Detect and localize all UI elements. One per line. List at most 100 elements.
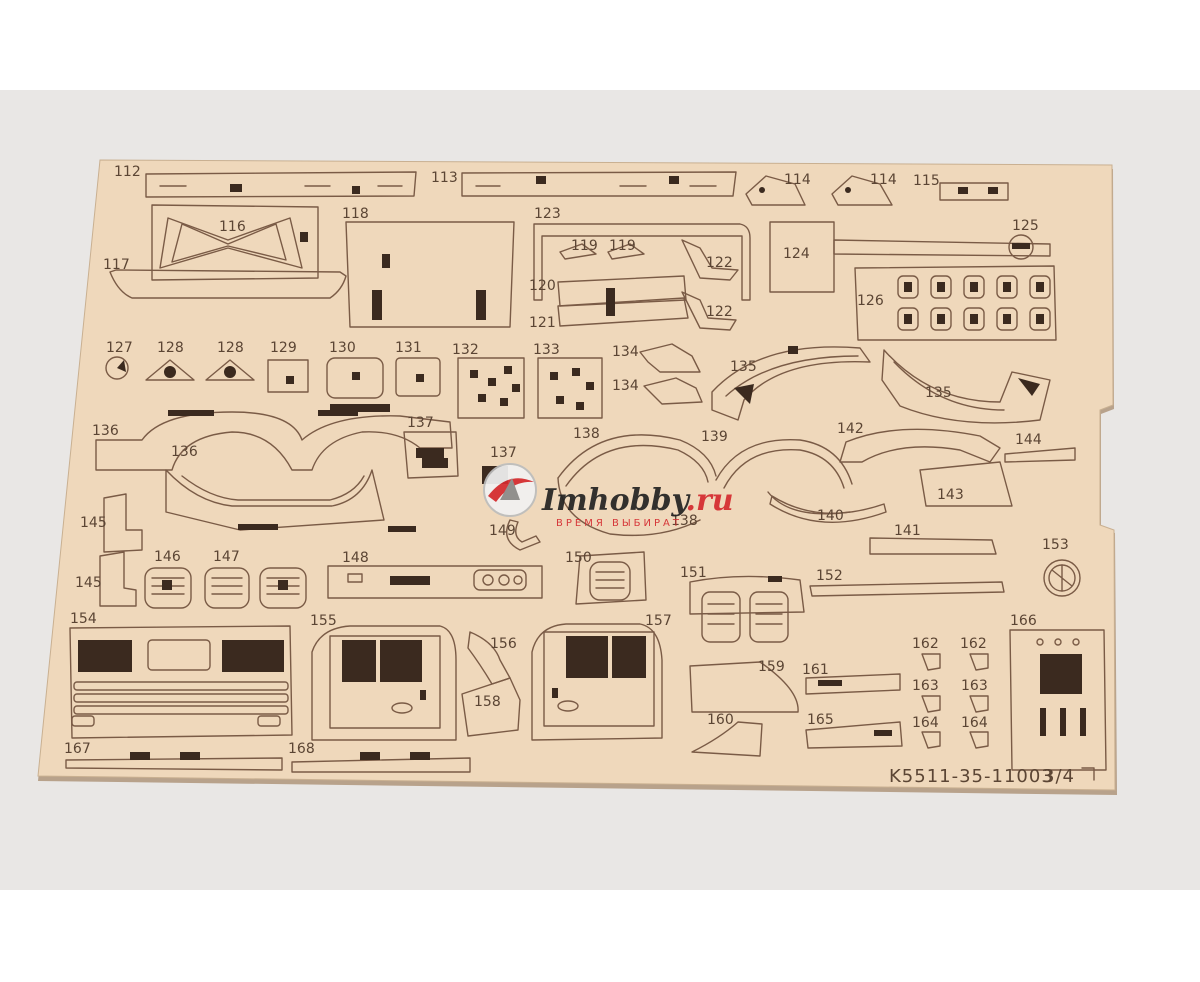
watermark-brand-name: Imhobby (541, 483, 692, 518)
part-149-hook (506, 519, 541, 551)
part-145-piece (103, 493, 143, 553)
part-125-disc (1008, 234, 1034, 260)
part-number-label-161: 161 (802, 662, 829, 678)
part-number-label-116: 116 (219, 219, 246, 235)
part-115-plate (939, 182, 1009, 201)
part-number-label-135: 135 (730, 359, 757, 375)
part-number-label-131: 131 (395, 340, 422, 356)
part-number-label-119: 119 (571, 238, 598, 254)
part-142-arch (839, 428, 1001, 463)
part-number-label-163: 163 (912, 678, 939, 694)
part-number-label-113: 113 (431, 170, 458, 186)
part-number-label-122: 122 (706, 304, 733, 320)
part-number-label-130: 130 (329, 340, 356, 356)
part-145-piece (99, 551, 137, 607)
part-122-brace (681, 239, 739, 281)
part-113-strip (461, 171, 737, 197)
part-number-label-112: 112 (114, 164, 141, 180)
part-number-label-117: 117 (103, 257, 130, 273)
part-number-label-129: 129 (270, 340, 297, 356)
part-number-label-163: 163 (961, 678, 988, 694)
part-number-label-141: 141 (894, 523, 921, 539)
watermark-tagline: ВРЕМЯ ВЫБИРАТ (556, 518, 682, 529)
part-155-cab-side (311, 625, 457, 741)
part-number-label-140: 140 (817, 508, 844, 524)
part-165-bar (805, 721, 903, 749)
part-151-seats (689, 575, 805, 643)
part-number-label-134: 134 (612, 378, 639, 394)
part-number-label-146: 146 (154, 549, 181, 565)
part-number-label-138: 138 (573, 426, 600, 442)
part-number-label-143: 143 (937, 487, 964, 503)
part-154-front-panel (69, 625, 293, 739)
part-number-label-120: 120 (529, 278, 556, 294)
part-number-label-154: 154 (70, 611, 97, 627)
part-number-label-128: 128 (157, 340, 184, 356)
part-114-bracket (745, 175, 806, 206)
part-131-square (395, 357, 441, 397)
part-133-plate (537, 357, 603, 419)
part-number-label-138: 138 (671, 513, 698, 529)
part-126-grid (854, 265, 1057, 341)
part-130-square (326, 357, 390, 412)
part-number-label-118: 118 (342, 206, 369, 222)
part-157-cab-side (531, 623, 663, 741)
watermark-brand: Imhobby.ru (541, 483, 734, 518)
part-number-label-144: 144 (1015, 432, 1042, 448)
watermark-brand-suffix: .ru (686, 483, 734, 518)
part-number-label-114: 114 (784, 172, 811, 188)
part-128-mount (145, 359, 195, 381)
part-number-label-134: 134 (612, 344, 639, 360)
part-136-fender (165, 469, 416, 532)
part-number-label-132: 132 (452, 342, 479, 358)
part-135-arch (881, 349, 1051, 424)
part-number-label-133: 133 (533, 342, 560, 358)
part-number-label-157: 157 (645, 613, 672, 629)
part-127-disc (105, 356, 129, 380)
part-number-label-139: 139 (701, 429, 728, 445)
part-number-label-165: 165 (807, 712, 834, 728)
plywood-sheet (37, 159, 1116, 791)
part-123-frame (533, 223, 751, 301)
part-150-grille (575, 551, 647, 605)
part-number-label-167: 167 (64, 741, 91, 757)
part-number-label-137: 137 (490, 445, 517, 461)
part-number-label-152: 152 (816, 568, 843, 584)
part-117-bar (109, 269, 347, 299)
sheet-index: 3/4 (1043, 766, 1075, 787)
part-148-dashboard (327, 565, 543, 599)
part-128-mount (205, 359, 255, 381)
part-141-bar (869, 537, 997, 555)
part-number-label-147: 147 (213, 549, 240, 565)
part-122-brace (681, 291, 737, 331)
part-number-label-159: 159 (758, 659, 785, 675)
watermark-swoosh (488, 478, 534, 502)
part-168-strip (291, 752, 471, 773)
part-outlines (65, 171, 1107, 773)
part-number-label-164: 164 (961, 715, 988, 731)
part-167-strip (65, 752, 283, 771)
part-number-label-125: 125 (1012, 218, 1039, 234)
part-number-label-156: 156 (490, 636, 517, 652)
part-number-label-137: 137 (407, 415, 434, 431)
part-number-label-153: 153 (1042, 537, 1069, 553)
part-134-clip (639, 343, 701, 373)
part-number-label-145: 145 (80, 515, 107, 531)
corner-mark (1081, 767, 1095, 781)
part-161-bar (805, 673, 901, 695)
part-number-label-121: 121 (529, 315, 556, 331)
part-114-bracket (831, 175, 893, 206)
part-number-label-122: 122 (706, 255, 733, 271)
part-119-tab (607, 243, 645, 260)
watermark-logo: Imhobby.ru ВРЕМЯ ВЫБИРАТ (483, 463, 734, 529)
part-number-label-149: 149 (489, 523, 516, 539)
part-number-label-164: 164 (912, 715, 939, 731)
part-number-label-114: 114 (870, 172, 897, 188)
part-number-label-162: 162 (960, 636, 987, 652)
part-number-label-126: 126 (857, 293, 884, 309)
part-number-label-136: 136 (92, 423, 119, 439)
part-number-label-128: 128 (217, 340, 244, 356)
part-160-ramp (691, 721, 763, 757)
